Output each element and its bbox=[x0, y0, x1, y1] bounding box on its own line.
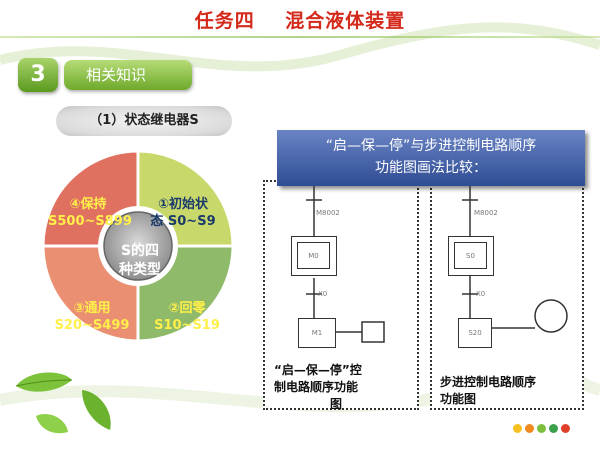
comparison-header: “启—保—停”与步进控制电路顺序 功能图画法比较： bbox=[277, 130, 585, 186]
section-label: 相关知识 bbox=[64, 60, 192, 90]
step-caption: 步进控制电路顺序 功能图 bbox=[440, 375, 537, 406]
start-stop-flow-diagram bbox=[306, 186, 385, 343]
step-flow-diagram bbox=[462, 186, 568, 333]
step-initial-step: S0 bbox=[448, 236, 494, 276]
pagination-dots bbox=[513, 418, 573, 437]
dot-icon bbox=[537, 424, 546, 433]
start-stop-caption: “启—保—停”控 制电路顺序功能 图 bbox=[274, 363, 362, 411]
transition-label: X0 bbox=[318, 290, 328, 298]
step-step-s20: S20 bbox=[458, 318, 492, 348]
state-relay-wheel bbox=[41, 149, 235, 343]
dot-icon bbox=[513, 424, 522, 433]
wheel-center-label: S的四种类型 bbox=[119, 243, 161, 278]
dot-icon bbox=[561, 424, 570, 433]
start-stop-step-m1: M1 bbox=[298, 318, 336, 348]
start-stop-diagram-panel bbox=[263, 180, 419, 410]
wheel-center bbox=[103, 211, 173, 281]
leaves-decoration bbox=[15, 372, 111, 434]
segment-initial-label: ①初始状态 S0~S9 bbox=[150, 197, 216, 229]
slide-title: 任务四 混合液体装置 bbox=[194, 10, 406, 32]
transition-label: M8002 bbox=[474, 209, 498, 217]
transition-label: M8002 bbox=[316, 209, 340, 217]
dot-icon bbox=[525, 424, 534, 433]
dot-icon bbox=[549, 424, 558, 433]
topic-subtitle: （1）状态继电器S bbox=[56, 106, 232, 136]
title-divider bbox=[0, 36, 600, 38]
start-stop-initial-step: M0 bbox=[291, 236, 337, 276]
section-number: 3 bbox=[18, 58, 58, 92]
step-diagram-panel bbox=[430, 180, 584, 410]
transition-label: X0 bbox=[476, 290, 486, 298]
